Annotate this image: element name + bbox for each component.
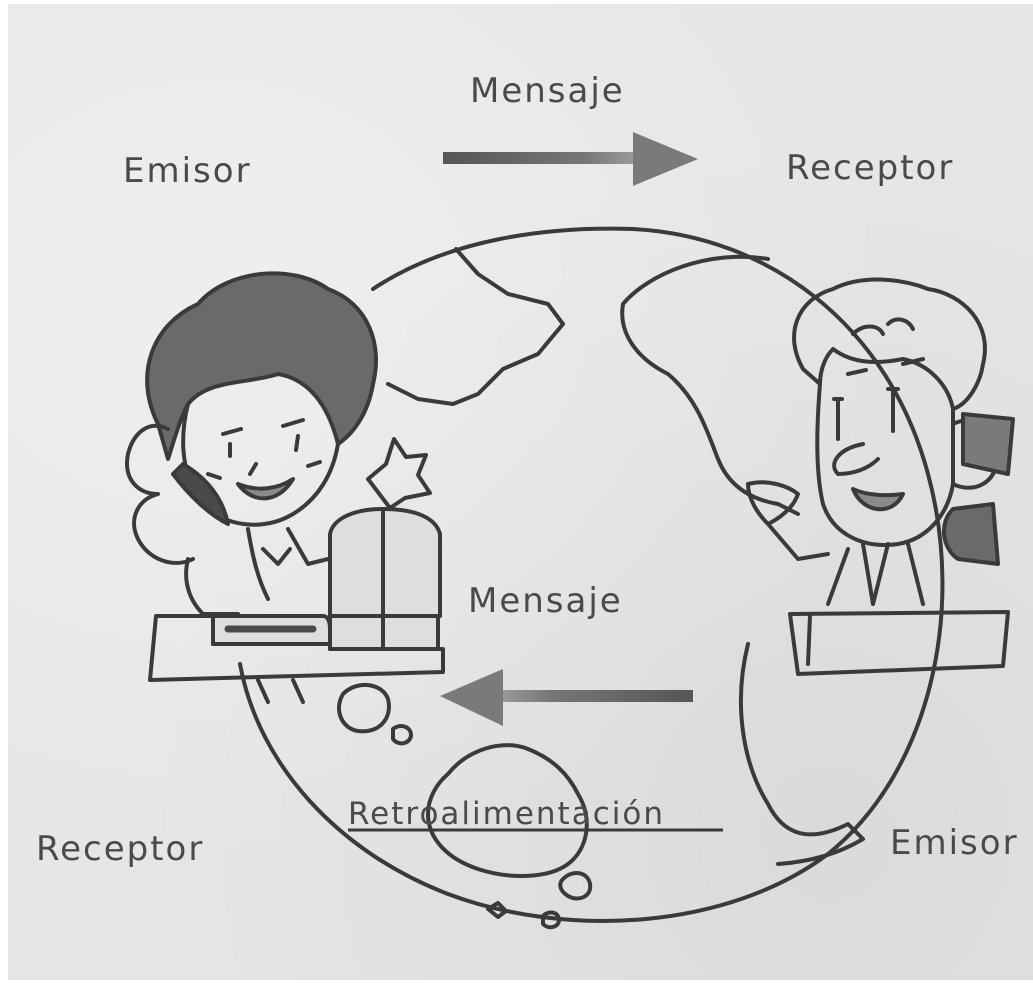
top-receiver-label: Receptor — [786, 148, 955, 188]
diagram-page: Mensaje Emisor Receptor Mensaje Retroali… — [8, 4, 1033, 980]
island-3 — [541, 910, 561, 930]
continent-americas — [620, 254, 865, 866]
globe-outline — [238, 226, 945, 923]
continent-north — [386, 247, 565, 406]
bottom-receiver-label: Receptor — [36, 829, 205, 869]
sender-woman — [125, 271, 445, 704]
feedback-label: Retroalimentación — [348, 796, 665, 832]
continent-australia — [426, 743, 589, 878]
communication-illustration — [125, 132, 1015, 930]
feedback-arrow — [440, 669, 693, 726]
receiver-man — [746, 277, 1015, 676]
island-5 — [337, 683, 391, 734]
island-1 — [558, 871, 593, 901]
top-sender-label: Emisor — [123, 151, 252, 191]
top-message-arrow — [443, 132, 698, 186]
island-4 — [391, 724, 413, 746]
bottom-sender-label: Emisor — [890, 823, 1019, 863]
middle-message-label: Mensaje — [468, 581, 623, 621]
island-6 — [366, 437, 432, 510]
island-2 — [486, 901, 508, 919]
top-message-label: Mensaje — [470, 71, 625, 111]
